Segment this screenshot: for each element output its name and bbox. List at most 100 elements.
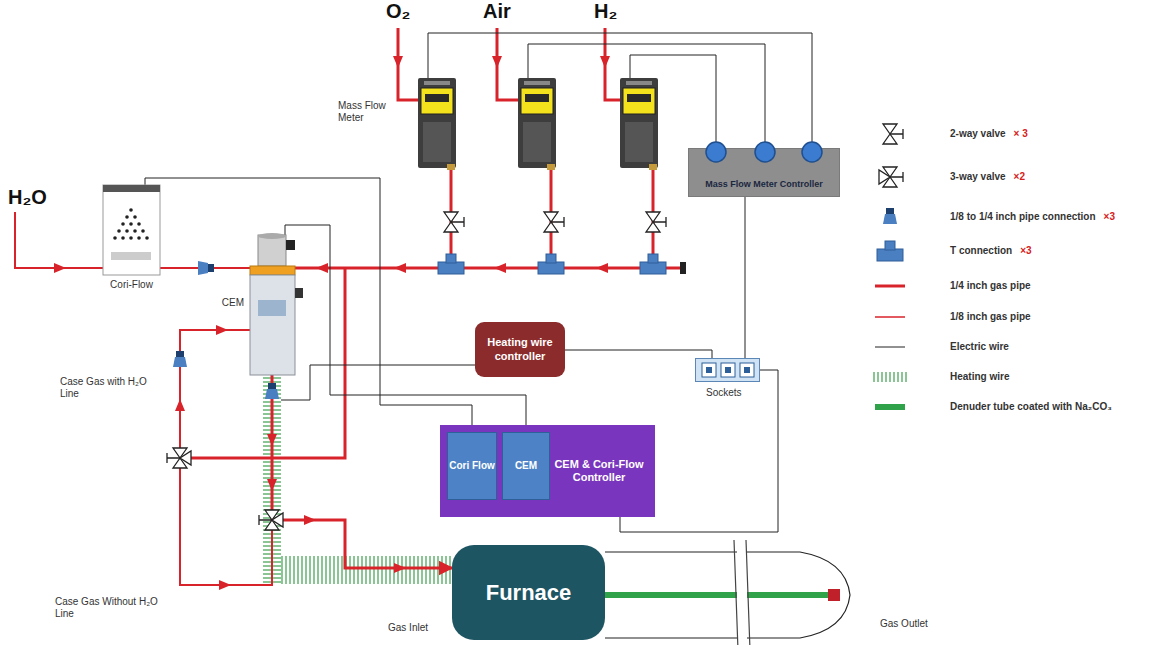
electric-wire <box>745 197 746 358</box>
two-way-valve <box>444 124 903 232</box>
part-label: H₂ <box>594 0 617 23</box>
t-connection <box>640 254 666 274</box>
denuder-tube <box>734 540 750 645</box>
pipe-connection <box>198 261 214 275</box>
mass-flow-meter <box>418 78 658 170</box>
legend-text: Heating wire <box>950 371 1009 382</box>
mass-flow-meter <box>518 78 556 170</box>
cori-flow-device <box>137 222 141 226</box>
denuder-tube <box>605 592 835 598</box>
legend-text: 2-way valve <box>950 128 1006 139</box>
denuder-tube <box>828 589 840 601</box>
controller-box: Mass Flow Meter Controller <box>688 148 840 197</box>
controller-box: Heating wire controller <box>475 322 565 377</box>
gas-pipe <box>15 212 103 268</box>
two-way-valve <box>544 212 564 232</box>
gas-pipe <box>497 28 518 100</box>
cori-flow-device <box>129 236 133 240</box>
cem-device <box>250 266 295 275</box>
cori-flow-device <box>121 236 125 240</box>
flow-arrow <box>267 479 277 491</box>
cori-flow-device: Cori-Flow <box>103 185 160 275</box>
pipe-connection <box>173 351 187 367</box>
t-connection <box>877 241 903 261</box>
socket <box>740 363 754 377</box>
flow-arrow <box>175 399 185 411</box>
three-way-valve <box>167 167 903 530</box>
cem-device <box>250 275 295 375</box>
controller-port <box>755 142 775 162</box>
denuder-tube <box>605 552 850 638</box>
flow-arrow <box>394 563 406 573</box>
mass-flow-meter <box>418 78 456 170</box>
cem-device <box>258 233 286 239</box>
cori-flow-device <box>133 215 137 219</box>
socket <box>702 363 716 377</box>
flow-arrow <box>304 515 316 525</box>
legend-text: 1/4 inch gas pipe <box>950 280 1031 291</box>
gas-pipe <box>875 285 905 288</box>
socket <box>744 367 750 373</box>
three-way-valve <box>879 167 903 187</box>
cori-flow-device <box>111 252 151 260</box>
legend-text: 3-way valve <box>950 171 1006 182</box>
gas-pipe <box>190 268 345 458</box>
cori-flow-device <box>117 229 121 233</box>
controller-module: Cori Flow <box>447 432 497 500</box>
box-label: CEM <box>515 460 537 472</box>
legend-text: Electric wire <box>950 341 1009 352</box>
cem-device <box>258 300 286 316</box>
controller-port <box>706 142 726 162</box>
cori-flow-device <box>103 185 160 192</box>
socket <box>706 367 712 373</box>
device-label: CEM <box>222 297 244 308</box>
cori-flow-device <box>103 185 160 275</box>
gas-pipe <box>15 28 905 585</box>
electric-wire <box>565 350 712 358</box>
gas-pipe <box>295 267 684 270</box>
socket <box>725 367 731 373</box>
cori-flow-device <box>129 208 133 212</box>
flow-arrow <box>54 263 66 273</box>
part-label: Gas Outlet <box>880 618 928 630</box>
cem-device <box>250 233 303 375</box>
cori-flow-device <box>141 229 145 233</box>
legend-text: 1/8 inch gas pipe <box>950 311 1031 322</box>
part-label: Case Gas with H₂O Line <box>60 376 152 400</box>
device-label: Cori-Flow <box>93 279 170 290</box>
electric-wire <box>875 347 905 348</box>
cori-flow-device <box>125 229 129 233</box>
part-label: Gas Inlet <box>388 622 428 634</box>
electric-wire <box>145 178 472 432</box>
flow-arrow <box>494 263 506 273</box>
cori-flow-device <box>145 236 149 240</box>
heating-wire <box>281 556 452 584</box>
t-connection <box>680 262 686 274</box>
controller-box: CEM & Cori-Flow ControllerCori FlowCEM <box>440 425 655 517</box>
cori-flow-device <box>113 236 117 240</box>
pipe-connection <box>883 208 897 224</box>
cori-flow-device <box>133 229 137 233</box>
cori-flow-device <box>129 222 133 226</box>
cem-device <box>286 240 295 250</box>
flow-arrow <box>393 56 403 68</box>
cem-device <box>258 235 286 266</box>
count-label: ×3 <box>1020 245 1031 256</box>
socket <box>702 363 754 377</box>
socket <box>721 363 735 377</box>
part-label: Mass Flow Meter <box>338 100 390 124</box>
cori-flow-device <box>103 185 160 275</box>
count-label: ×3 <box>1104 211 1115 222</box>
denuder-tube <box>737 538 747 645</box>
denuder-tube <box>875 404 905 410</box>
cori-flow-device <box>121 222 125 226</box>
furnace-box: Furnace <box>452 545 605 640</box>
gas-pipe <box>180 330 250 448</box>
flow-arrow <box>216 325 228 335</box>
part-label: Air <box>483 0 511 23</box>
box-label: Heating wire controller <box>475 336 565 362</box>
device-label: Sockets <box>706 387 742 398</box>
electric-wire <box>281 33 905 400</box>
socket-strip: Sockets <box>695 358 760 382</box>
box-label: Furnace <box>486 580 572 606</box>
